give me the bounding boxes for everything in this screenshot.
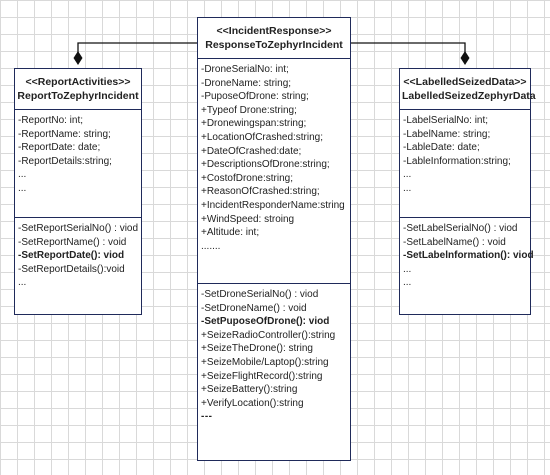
operation-row: --- bbox=[201, 411, 213, 423]
attribute-row: -ReportDate: date; bbox=[18, 142, 101, 154]
composition-diamond-labelled bbox=[460, 51, 470, 65]
operation-row: ... bbox=[18, 277, 27, 289]
class-labelled-seized-zephyr-data[interactable]: <<LabelledSeizedData>> LabelledSeizedZep… bbox=[399, 68, 536, 315]
composition-diamond-report bbox=[73, 51, 83, 65]
operation-row: ... bbox=[403, 263, 412, 275]
attribute-row: +Altitude: int; bbox=[201, 227, 260, 239]
class-stereotype: <<IncidentResponse>> bbox=[216, 25, 332, 37]
attribute-row: -PuposeOfDrone: string; bbox=[201, 91, 309, 103]
class-header: <<ReportActivities>> ReportToZephyrIncid… bbox=[15, 69, 141, 109]
operation-row: +SeizeTheDrone(): string bbox=[201, 343, 313, 355]
class-response-to-zephyr-incident[interactable]: <<IncidentResponse>> ResponseToZephyrInc… bbox=[197, 17, 351, 461]
operation-row: ... bbox=[403, 277, 412, 289]
operation-row: -SetReportName() : void bbox=[18, 236, 127, 248]
attribute-row: +DateOfCrashed:date; bbox=[201, 145, 302, 157]
attributes-section: -ReportNo: int; -ReportName: string; -Repo… bbox=[15, 109, 141, 217]
class-header: <<LabelledSeizedData>> LabelledSeizedZep… bbox=[400, 69, 536, 109]
operation-row: -SetPuposeOfDrone(): viod bbox=[201, 316, 330, 328]
attribute-row: ....... bbox=[201, 240, 221, 252]
attribute-row: +Typeof Drone:string; bbox=[201, 104, 297, 116]
operation-row: +SeizeRadioController():string bbox=[201, 329, 336, 341]
attribute-row: -ReportDetails:string; bbox=[18, 155, 112, 167]
operation-row: -SetReportDetails():void bbox=[18, 263, 125, 275]
operation-row: +SeizeMobile/Laptop():string bbox=[201, 356, 329, 368]
attribute-row: ... bbox=[18, 182, 27, 194]
operation-row: +SeizeBattery():string bbox=[201, 384, 298, 396]
operation-row: -SetLabelName() : void bbox=[403, 236, 506, 248]
operation-row: -SetDroneSerialNo() : viod bbox=[201, 289, 319, 300]
attribute-row: +DescriptionsOfDrone:string; bbox=[201, 159, 330, 171]
attribute-row: ... bbox=[18, 169, 27, 181]
operation-row: -SetLabelSerialNo() : viod bbox=[403, 223, 518, 234]
operation-row: -SetDroneName() : void bbox=[201, 302, 307, 314]
class-stereotype: <<LabelledSeizedData>> bbox=[403, 76, 527, 88]
operation-row: -SetLabelnformation(): viod bbox=[403, 250, 534, 262]
operation-row: -SetReportSerialNo() : viod bbox=[18, 223, 139, 234]
attribute-row: -LableInformation:string; bbox=[403, 155, 511, 167]
attribute-row: -DroneName: string; bbox=[201, 77, 292, 89]
attribute-row: -LabelName: string; bbox=[403, 128, 491, 140]
attribute-row: -DroneSerialNo: int; bbox=[201, 64, 289, 75]
attributes-section: -DroneSerialNo: int; -DroneName: string; -… bbox=[198, 58, 350, 283]
operation-row: +SeizeFlightRecord():string bbox=[201, 370, 323, 382]
attribute-row: +ReasonOfCrashed:string; bbox=[201, 186, 320, 198]
attribute-row: ... bbox=[403, 182, 412, 194]
attribute-row: +WindSpeed: stroing bbox=[201, 213, 295, 225]
class-report-to-zephyr-incident[interactable]: <<ReportActivities>> ReportToZephyrIncid… bbox=[14, 68, 142, 315]
operation-row: -SetReportDate(): viod bbox=[18, 250, 125, 262]
attribute-row: +Dronewingspan:string; bbox=[201, 118, 307, 130]
class-name: ReportToZephyrIncident bbox=[17, 90, 139, 102]
class-header: <<IncidentResponse>> ResponseToZephyrInc… bbox=[198, 18, 350, 58]
operations-section: -SetLabelSerialNo() : viod -SetLabelName(… bbox=[400, 217, 534, 314]
class-name: LabelledSeizedZephyrData bbox=[402, 90, 536, 102]
composition-link-report bbox=[77, 42, 197, 58]
composition-link-labelled bbox=[351, 42, 466, 58]
operations-section: -SetDroneSerialNo() : viod -SetDroneName(… bbox=[198, 283, 350, 460]
operation-row: +VerifyLocation():string bbox=[201, 397, 304, 409]
class-stereotype: <<ReportActivities>> bbox=[25, 76, 131, 88]
operations-section: -SetReportSerialNo() : viod -SetReportNam… bbox=[15, 217, 141, 314]
attribute-row: +LocationOfCrashed:string; bbox=[201, 131, 324, 143]
attribute-row: +IncidentResponderName:string bbox=[201, 199, 345, 211]
attribute-row: ... bbox=[403, 169, 412, 181]
attribute-row: -LabelSerialNo: int; bbox=[403, 115, 489, 126]
attribute-row: +CostofDrone:string; bbox=[201, 172, 293, 184]
attribute-row: -ReportName: string; bbox=[18, 128, 111, 140]
attribute-row: -LableDate: date; bbox=[403, 142, 480, 154]
attributes-section: -LabelSerialNo: int; -LabelName: string; -… bbox=[400, 109, 530, 217]
class-name: ResponseToZephyrIncident bbox=[205, 39, 343, 51]
attribute-row: -ReportNo: int; bbox=[18, 115, 84, 126]
